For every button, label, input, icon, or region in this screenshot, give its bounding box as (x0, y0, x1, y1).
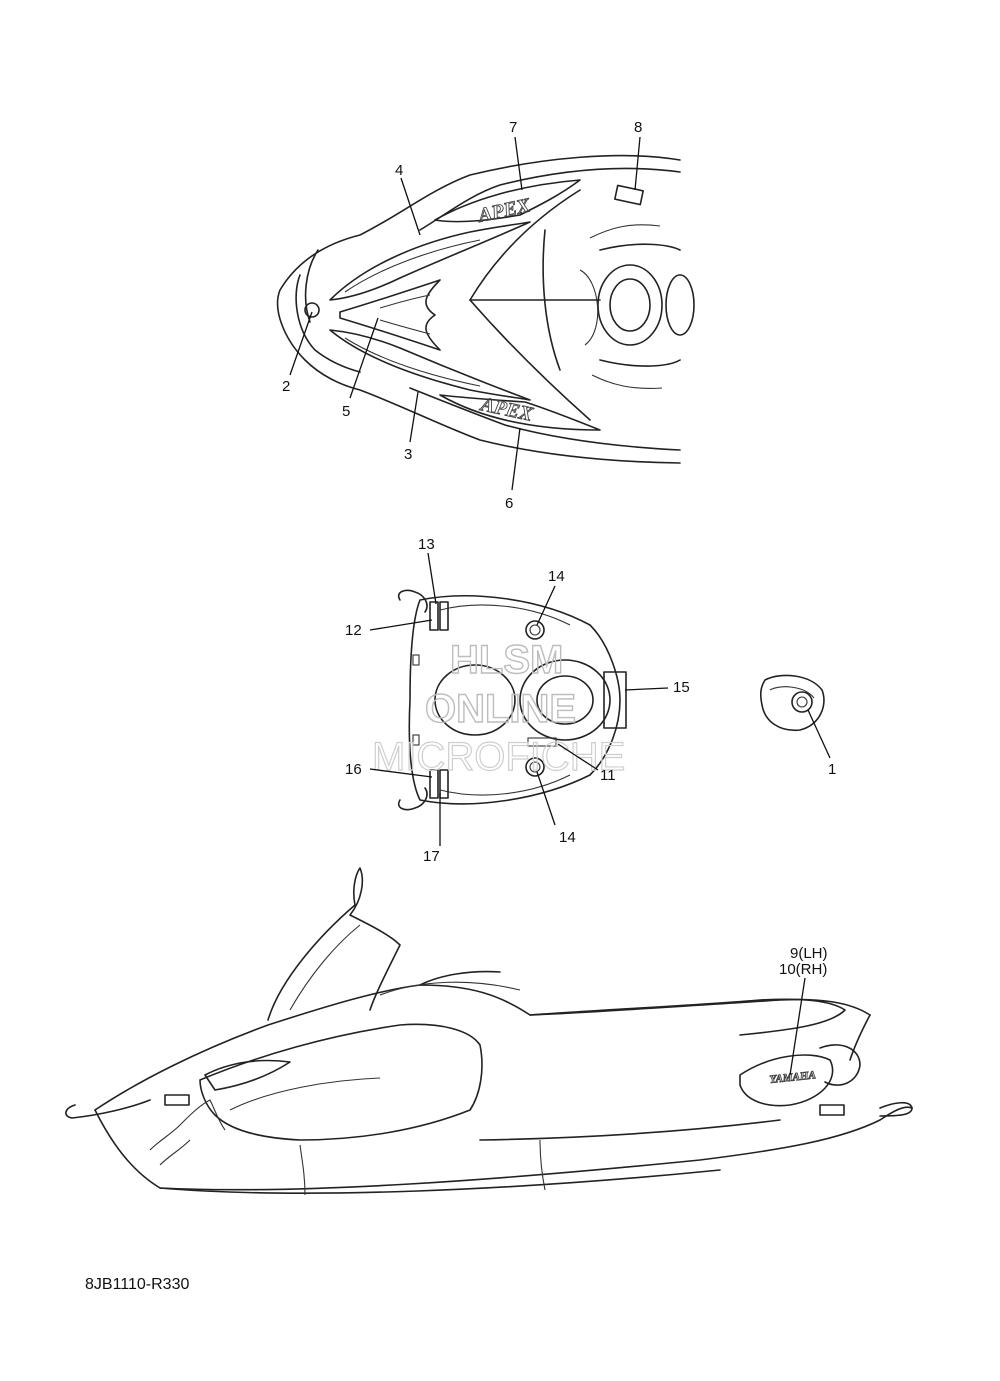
callout-10: 10(RH) (779, 961, 827, 978)
side-logo-text: YAMAHA (769, 1069, 816, 1086)
rear-top-view (397, 589, 627, 811)
callout-2: 2 (282, 378, 290, 395)
watermark-line2: ONLINE (425, 687, 576, 731)
callout-11: 11 (600, 767, 616, 784)
drawing-code: 8JB1110-R330 (85, 1276, 189, 1293)
callout-5: 5 (342, 403, 350, 420)
callout-8: 8 (634, 119, 642, 136)
callout-labels: 4 7 8 2 5 3 6 13 12 14 15 16 11 14 17 1 … (282, 119, 836, 978)
callout-1: 1 (828, 761, 836, 778)
callout-14-bottom: 14 (559, 829, 576, 846)
watermark: HLSM ONLINE MICROFICHE (371, 637, 626, 779)
watermark-line3: MICROFICHE (372, 735, 625, 779)
callout-3: 3 (404, 446, 412, 463)
callout-17: 17 (423, 848, 440, 865)
hood-top-view: APEX APEX (276, 154, 695, 464)
watermark-line1: HLSM (450, 638, 563, 682)
callout-9: 9(LH) (790, 945, 828, 962)
callout-6: 6 (505, 495, 513, 512)
callout-12: 12 (345, 622, 362, 639)
snowmobile-side-view: YAMAHA (65, 867, 913, 1196)
leader-lines (289, 136, 831, 1076)
callout-15: 15 (673, 679, 690, 696)
callout-16: 16 (345, 761, 362, 778)
callout-14-top: 14 (548, 568, 565, 585)
callout-4: 4 (395, 162, 403, 179)
callout-13: 13 (418, 536, 435, 553)
small-emblem-part (759, 674, 825, 731)
callout-7: 7 (509, 119, 517, 136)
